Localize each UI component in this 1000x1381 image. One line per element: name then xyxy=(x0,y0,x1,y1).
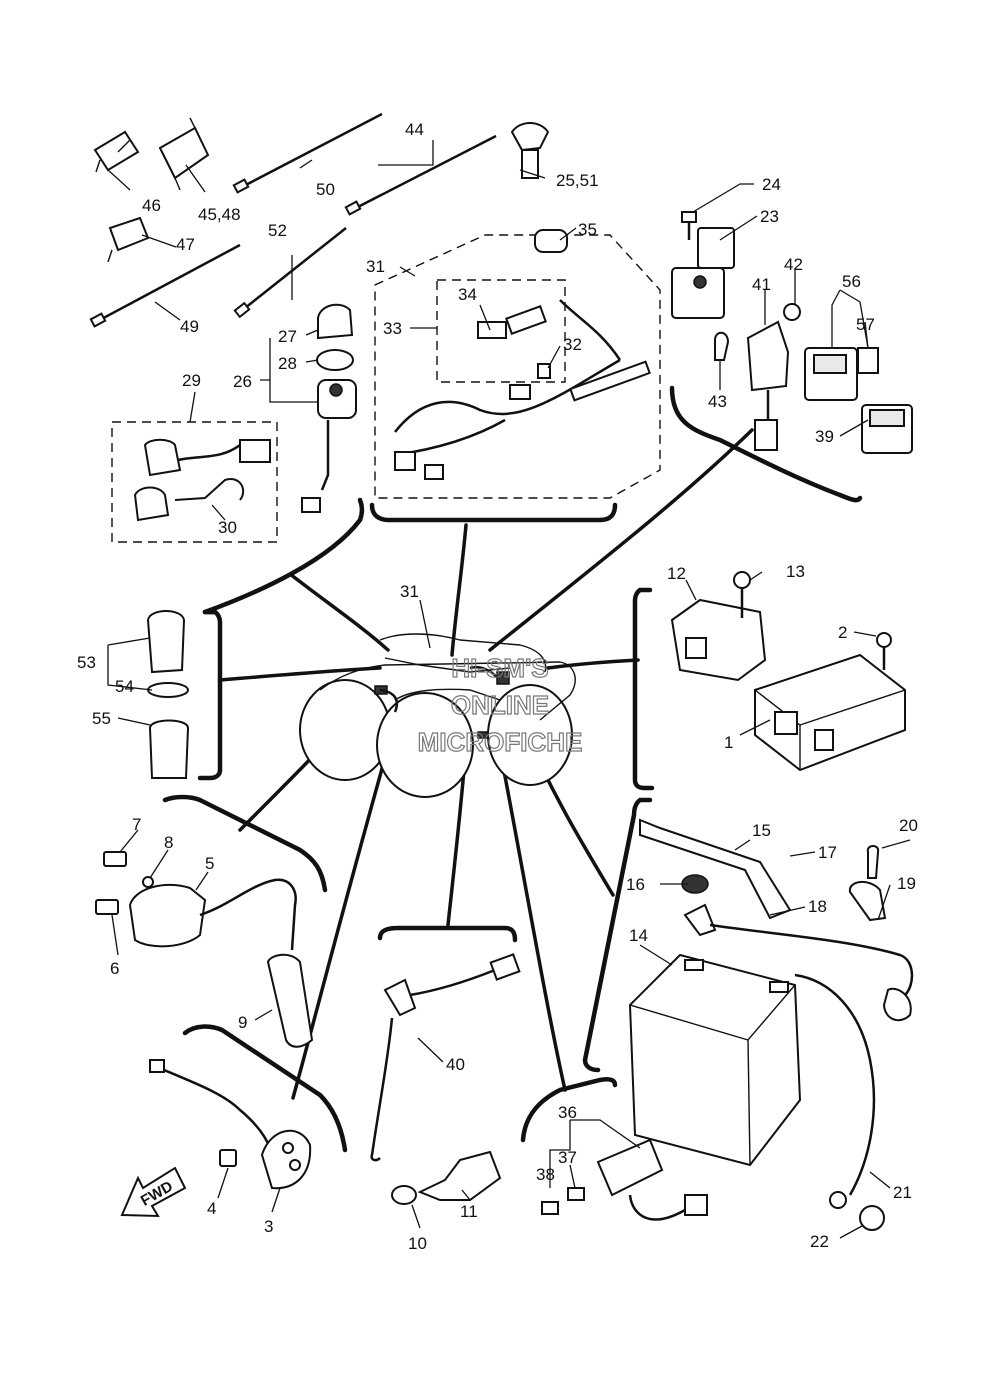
callout-10: 10 xyxy=(408,1234,427,1253)
cable-ties xyxy=(89,112,497,328)
callout-32: 32 xyxy=(563,335,582,354)
wire-clamps xyxy=(93,117,550,263)
callout-39: 39 xyxy=(815,427,834,446)
callout-6: 6 xyxy=(110,959,119,978)
callout-11: 11 xyxy=(460,1202,478,1221)
callout-42: 42 xyxy=(784,255,803,274)
callout-3: 3 xyxy=(264,1217,273,1236)
cdi-unit xyxy=(670,571,906,772)
callout-18: 18 xyxy=(808,897,827,916)
pickup-coil xyxy=(149,1059,312,1190)
callout-29: 29 xyxy=(182,371,201,390)
callout-41: 41 xyxy=(752,275,771,294)
starter-relay xyxy=(671,211,735,319)
oil-switch xyxy=(370,953,521,1162)
callout-36: 36 xyxy=(558,1103,577,1122)
callout-54: 54 xyxy=(115,677,134,696)
callout-9: 9 xyxy=(238,1013,247,1032)
callout-8: 8 xyxy=(164,833,173,852)
callout-56: 56 xyxy=(842,272,861,291)
callout-49: 49 xyxy=(180,317,199,336)
neutral-switch xyxy=(391,1150,502,1205)
ignition-coil xyxy=(95,851,314,1048)
callout-26: 26 xyxy=(233,372,252,391)
atv-outline xyxy=(299,633,576,798)
watermark-line-3: MICROFICHE xyxy=(418,727,583,757)
callout-4: 4 xyxy=(207,1199,216,1218)
callout-24: 24 xyxy=(762,175,781,194)
callout-45-48: 45,48 xyxy=(198,205,241,224)
callout-14: 14 xyxy=(629,926,648,945)
callout-28: 28 xyxy=(278,354,297,373)
callout-25-51: 25,51 xyxy=(556,171,599,190)
callout-35: 35 xyxy=(578,220,597,239)
watermark: HI-SM'S ONLINE MICROFICHE xyxy=(417,652,583,757)
callout-33: 33 xyxy=(383,319,402,338)
callout-31-center: 31 xyxy=(400,582,419,601)
callout-12: 12 xyxy=(667,564,686,583)
callout-20: 20 xyxy=(899,816,918,835)
callouts: 44 50 25,51 46 45,48 47 52 49 24 23 31 3… xyxy=(77,120,918,1253)
callout-55: 55 xyxy=(92,709,111,728)
callout-5: 5 xyxy=(205,854,214,873)
watermark-line-1: HI-SM'S xyxy=(451,653,548,683)
callout-38: 38 xyxy=(536,1165,555,1184)
relay-41 xyxy=(714,303,801,451)
fuse-box xyxy=(804,347,913,454)
callout-30: 30 xyxy=(218,518,237,537)
socket-cap xyxy=(146,610,190,779)
fwd-arrow: FWD xyxy=(120,1166,187,1218)
callout-17: 17 xyxy=(818,843,837,862)
callout-15: 15 xyxy=(752,821,771,840)
callout-1: 1 xyxy=(724,733,733,752)
callout-43: 43 xyxy=(708,392,727,411)
leader-lines xyxy=(107,140,911,1239)
callout-50: 50 xyxy=(316,180,335,199)
dashed-groups xyxy=(111,234,661,543)
connector-lines xyxy=(218,428,754,1100)
callout-7: 7 xyxy=(132,815,141,834)
watermark-line-2: ONLINE xyxy=(451,690,549,720)
group-brackets xyxy=(162,385,863,1153)
callout-40: 40 xyxy=(446,1055,465,1074)
wire-harness-31 xyxy=(394,229,651,480)
fuse-relay-36 xyxy=(541,1138,708,1221)
callout-2: 2 xyxy=(838,623,847,642)
main-switch xyxy=(301,303,357,513)
callout-21: 21 xyxy=(893,1183,912,1202)
callout-22: 22 xyxy=(810,1232,829,1251)
callout-57: 57 xyxy=(856,315,875,334)
callout-47: 47 xyxy=(176,235,195,254)
lamp-sockets xyxy=(133,438,271,522)
callout-44: 44 xyxy=(405,120,424,139)
battery xyxy=(628,818,914,1231)
callout-31-top: 31 xyxy=(366,257,385,276)
callout-34: 34 xyxy=(458,285,477,304)
callout-52: 52 xyxy=(268,221,287,240)
callout-19: 19 xyxy=(897,874,916,893)
callout-46: 46 xyxy=(142,196,161,215)
callout-27: 27 xyxy=(278,327,297,346)
callout-13: 13 xyxy=(786,562,805,581)
callout-53: 53 xyxy=(77,653,96,672)
callout-16: 16 xyxy=(626,875,645,894)
callout-23: 23 xyxy=(760,207,779,226)
callout-37: 37 xyxy=(558,1148,577,1167)
